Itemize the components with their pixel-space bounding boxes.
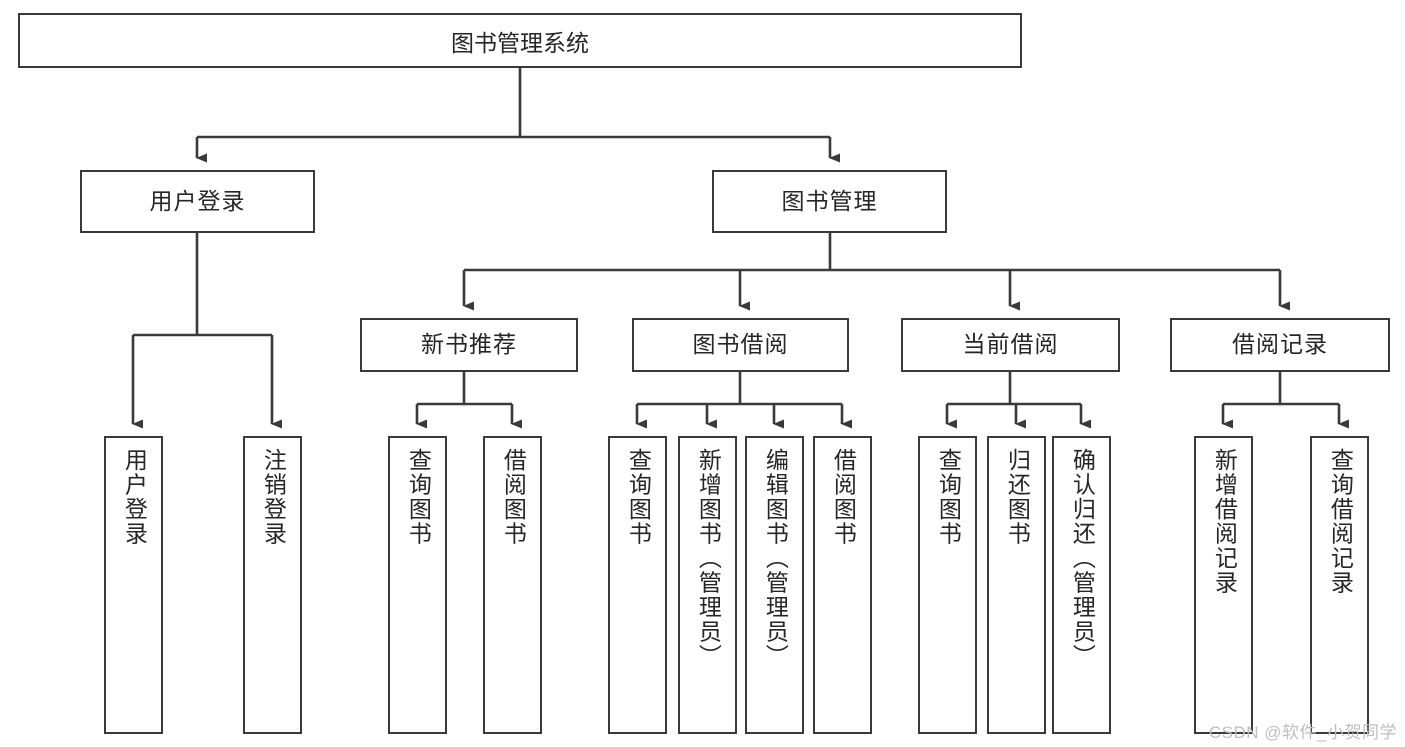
node-leaf-user-login[interactable]: 用户登录: [104, 436, 163, 734]
node-borrow-record[interactable]: 借阅记录: [1170, 318, 1390, 372]
node-leaf-confirm-return-label: 确认归还（管理员）: [1069, 448, 1096, 669]
node-leaf-query-record-label: 查询借阅记录: [1327, 448, 1354, 595]
node-leaf-borrow-book-2-label: 借阅图书: [830, 448, 857, 546]
node-book-borrow[interactable]: 图书借阅: [632, 318, 849, 372]
node-leaf-query-book-2-label: 查询图书: [625, 448, 652, 546]
node-current-borrow-label: 当前借阅: [962, 331, 1059, 358]
node-borrow-record-label: 借阅记录: [1232, 331, 1328, 358]
node-leaf-edit-book[interactable]: 编辑图书（管理员）: [745, 436, 804, 734]
node-root[interactable]: 图书管理系统: [18, 13, 1022, 68]
node-book-borrow-label: 图书借阅: [692, 331, 789, 358]
node-leaf-logout-login-label: 注销登录: [260, 448, 287, 546]
node-leaf-borrow-book-1[interactable]: 借阅图书: [483, 436, 542, 734]
node-leaf-logout-login[interactable]: 注销登录: [243, 436, 302, 734]
node-leaf-borrow-book-1-label: 借阅图书: [500, 448, 527, 546]
node-leaf-query-book-1-label: 查询图书: [405, 448, 432, 546]
node-book-manage[interactable]: 图书管理: [712, 170, 947, 233]
node-new-book-recommend[interactable]: 新书推荐: [360, 318, 578, 372]
node-user-login-label: 用户登录: [149, 187, 246, 214]
node-leaf-borrow-book-2[interactable]: 借阅图书: [813, 436, 872, 734]
node-current-borrow[interactable]: 当前借阅: [901, 318, 1120, 372]
node-root-label: 图书管理系统: [451, 29, 589, 56]
node-leaf-query-book-3-label: 查询图书: [935, 448, 962, 546]
node-leaf-return-book-label: 归还图书: [1004, 448, 1031, 546]
node-leaf-query-book-3[interactable]: 查询图书: [918, 436, 977, 734]
node-leaf-query-book-2[interactable]: 查询图书: [608, 436, 667, 734]
node-leaf-user-login-label: 用户登录: [121, 448, 148, 546]
csdn-watermark: CSDN @软件_小贺同学: [1208, 723, 1397, 742]
node-leaf-add-record-label: 新增借阅记录: [1211, 448, 1238, 595]
node-user-login[interactable]: 用户登录: [80, 170, 315, 233]
node-book-manage-label: 图书管理: [781, 187, 878, 214]
node-leaf-query-book-1[interactable]: 查询图书: [388, 436, 447, 734]
node-leaf-edit-book-label: 编辑图书（管理员）: [762, 448, 789, 669]
node-new-book-recommend-label: 新书推荐: [421, 331, 517, 358]
node-leaf-query-record[interactable]: 查询借阅记录: [1310, 436, 1369, 734]
node-leaf-confirm-return[interactable]: 确认归还（管理员）: [1052, 436, 1111, 734]
node-leaf-add-book[interactable]: 新增图书（管理员）: [678, 436, 737, 734]
node-leaf-return-book[interactable]: 归还图书: [987, 436, 1046, 734]
node-leaf-add-record[interactable]: 新增借阅记录: [1194, 436, 1253, 734]
node-leaf-add-book-label: 新增图书（管理员）: [695, 448, 722, 669]
